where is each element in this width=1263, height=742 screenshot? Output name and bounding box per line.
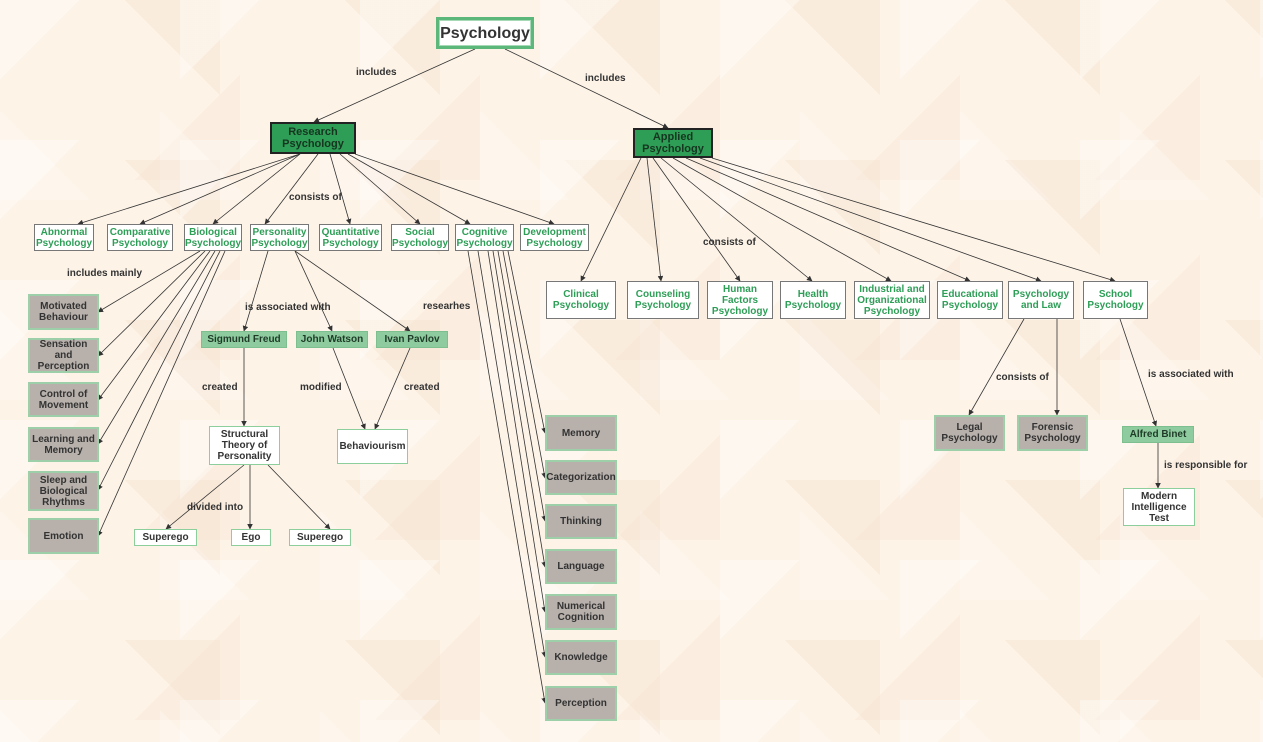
- connector-arrow-4: [212, 153, 301, 225]
- node-superego-left[interactable]: Superego: [134, 529, 197, 546]
- connector-arrow-1: [504, 48, 669, 129]
- label-includes-left: includes: [356, 67, 397, 78]
- node-biological-psychology[interactable]: Biological Psychology: [184, 224, 242, 251]
- connector-arrow-12: [97, 250, 211, 401]
- node-applied-psychology[interactable]: Applied Psychology: [633, 128, 713, 158]
- connector-arrow-14: [97, 250, 221, 491]
- node-personality-psychology[interactable]: Personality Psychology: [250, 224, 309, 251]
- label-responsible-for: is responsible for: [1164, 460, 1248, 471]
- node-sigmund-freud[interactable]: Sigmund Freud: [201, 331, 287, 348]
- label-researches: researhes: [423, 301, 471, 312]
- connector-arrow-31: [467, 250, 547, 704]
- node-knowledge[interactable]: Knowledge: [545, 640, 617, 675]
- node-quantitative-psychology[interactable]: Quantitative Psychology: [319, 224, 382, 251]
- node-development-psychology[interactable]: Development Psychology: [520, 224, 589, 251]
- label-divided-into: divided into: [187, 502, 244, 513]
- node-alfred-binet[interactable]: Alfred Binet: [1122, 426, 1194, 443]
- connector-arrow-37: [685, 157, 971, 282]
- connector-arrow-7: [339, 153, 421, 225]
- node-learning-memory[interactable]: Learning and Memory: [28, 427, 99, 462]
- node-behaviourism[interactable]: Behaviourism: [337, 429, 408, 464]
- node-cognitive-psychology[interactable]: Cognitive Psychology: [455, 224, 514, 251]
- connector-arrow-25: [507, 250, 547, 434]
- connector-arrow-32: [580, 157, 642, 282]
- node-modern-intelligence-test[interactable]: Modern Intelligence Test: [1123, 488, 1195, 526]
- label-includes-right: includes: [585, 73, 626, 84]
- connector-arrow-20: [332, 347, 366, 430]
- connector-arrow-30: [477, 250, 547, 658]
- node-ego[interactable]: Ego: [231, 529, 271, 546]
- connector-arrow-15: [97, 250, 226, 537]
- node-control-movement[interactable]: Control of Movement: [28, 382, 99, 417]
- label-consists-of-research: consists of: [289, 192, 342, 203]
- connector-arrow-0: [313, 48, 476, 123]
- connector-arrow-16: [242, 250, 269, 332]
- node-structural-theory[interactable]: Structural Theory of Personality: [209, 426, 280, 465]
- node-john-watson[interactable]: John Watson: [296, 331, 368, 348]
- connector-arrow-8: [347, 153, 471, 225]
- node-forensic-psychology[interactable]: Forensic Psychology: [1017, 415, 1088, 451]
- node-psychology[interactable]: Psychology: [436, 17, 534, 49]
- connector-arrow-11: [97, 250, 206, 357]
- connector-arrow-35: [660, 157, 813, 282]
- connector-arrow-18: [294, 250, 411, 332]
- label-is-associated-with: is associated with: [245, 302, 331, 313]
- node-language[interactable]: Language: [545, 549, 617, 584]
- connector-arrow-38: [699, 157, 1042, 282]
- connector-arrow-28: [492, 250, 547, 568]
- connector-arrow-39: [711, 157, 1116, 283]
- connector-arrow-40: [968, 318, 1025, 416]
- node-sleep-rhythms[interactable]: Sleep and Biological Rhythms: [28, 471, 99, 511]
- connector-arrow-22: [165, 464, 245, 530]
- node-abnormal-psychology[interactable]: Abnormal Psychology: [34, 224, 94, 251]
- connector-arrow-29: [487, 250, 547, 613]
- label-associated-school: is associated with: [1148, 369, 1234, 380]
- connector-arrow-34: [652, 157, 741, 282]
- connector-arrow-2: [77, 153, 301, 226]
- connector-arrow-9: [354, 153, 555, 225]
- node-sensation-perception[interactable]: Sensation and Perception: [28, 338, 99, 373]
- label-consists-of-applied: consists of: [703, 237, 756, 248]
- label-consists-of-law: consists of: [996, 372, 1049, 383]
- label-created-freud: created: [202, 382, 238, 393]
- node-psychology-law[interactable]: Psychology and Law: [1008, 281, 1074, 319]
- node-school-psychology[interactable]: School Psychology: [1083, 281, 1148, 319]
- node-industrial-psychology[interactable]: Industrial and Organizational Psychology: [854, 281, 930, 319]
- node-clinical-psychology[interactable]: Clinical Psychology: [546, 281, 616, 319]
- node-thinking[interactable]: Thinking: [545, 504, 617, 539]
- node-memory[interactable]: Memory: [545, 415, 617, 451]
- connector-arrow-5: [264, 153, 319, 225]
- node-counseling-psychology[interactable]: Counseling Psychology: [627, 281, 699, 319]
- connector-arrow-27: [497, 250, 547, 522]
- connector-arrow-26: [502, 250, 547, 479]
- connector-arrow-3: [139, 153, 301, 225]
- node-perception[interactable]: Perception: [545, 686, 617, 721]
- node-ivan-pavlov[interactable]: Ivan Pavlov: [376, 331, 448, 348]
- node-research-psychology[interactable]: Research Psychology: [270, 122, 356, 154]
- connector-arrow-17: [294, 250, 333, 332]
- connector-arrow-36: [672, 157, 892, 282]
- node-numerical-cognition[interactable]: Numerical Cognition: [545, 594, 617, 630]
- node-superego-right[interactable]: Superego: [289, 529, 351, 546]
- label-includes-mainly: includes mainly: [67, 268, 143, 279]
- node-motivated-behaviour[interactable]: Motivated Behaviour: [28, 294, 99, 330]
- node-categorization[interactable]: Categorization: [545, 460, 617, 495]
- node-emotion[interactable]: Emotion: [28, 518, 99, 554]
- label-modified: modified: [300, 382, 342, 393]
- connector-arrow-33: [646, 157, 664, 282]
- connector-arrow-6: [329, 153, 352, 225]
- node-comparative-psychology[interactable]: Comparative Psychology: [107, 224, 173, 251]
- node-legal-psychology[interactable]: Legal Psychology: [934, 415, 1005, 451]
- connector-arrow-13: [97, 250, 216, 445]
- node-human-factors-psychology[interactable]: Human Factors Psychology: [707, 281, 773, 319]
- label-created-pavlov: created: [404, 382, 440, 393]
- node-health-psychology[interactable]: Health Psychology: [780, 281, 846, 319]
- node-social-psychology[interactable]: Social Psychology: [391, 224, 449, 251]
- connector-arrow-10: [97, 250, 201, 313]
- connector-arrow-21: [374, 347, 411, 430]
- node-educational-psychology[interactable]: Educational Psychology: [937, 281, 1003, 319]
- connector-arrow-42: [1119, 318, 1158, 427]
- connector-arrow-24: [267, 464, 331, 530]
